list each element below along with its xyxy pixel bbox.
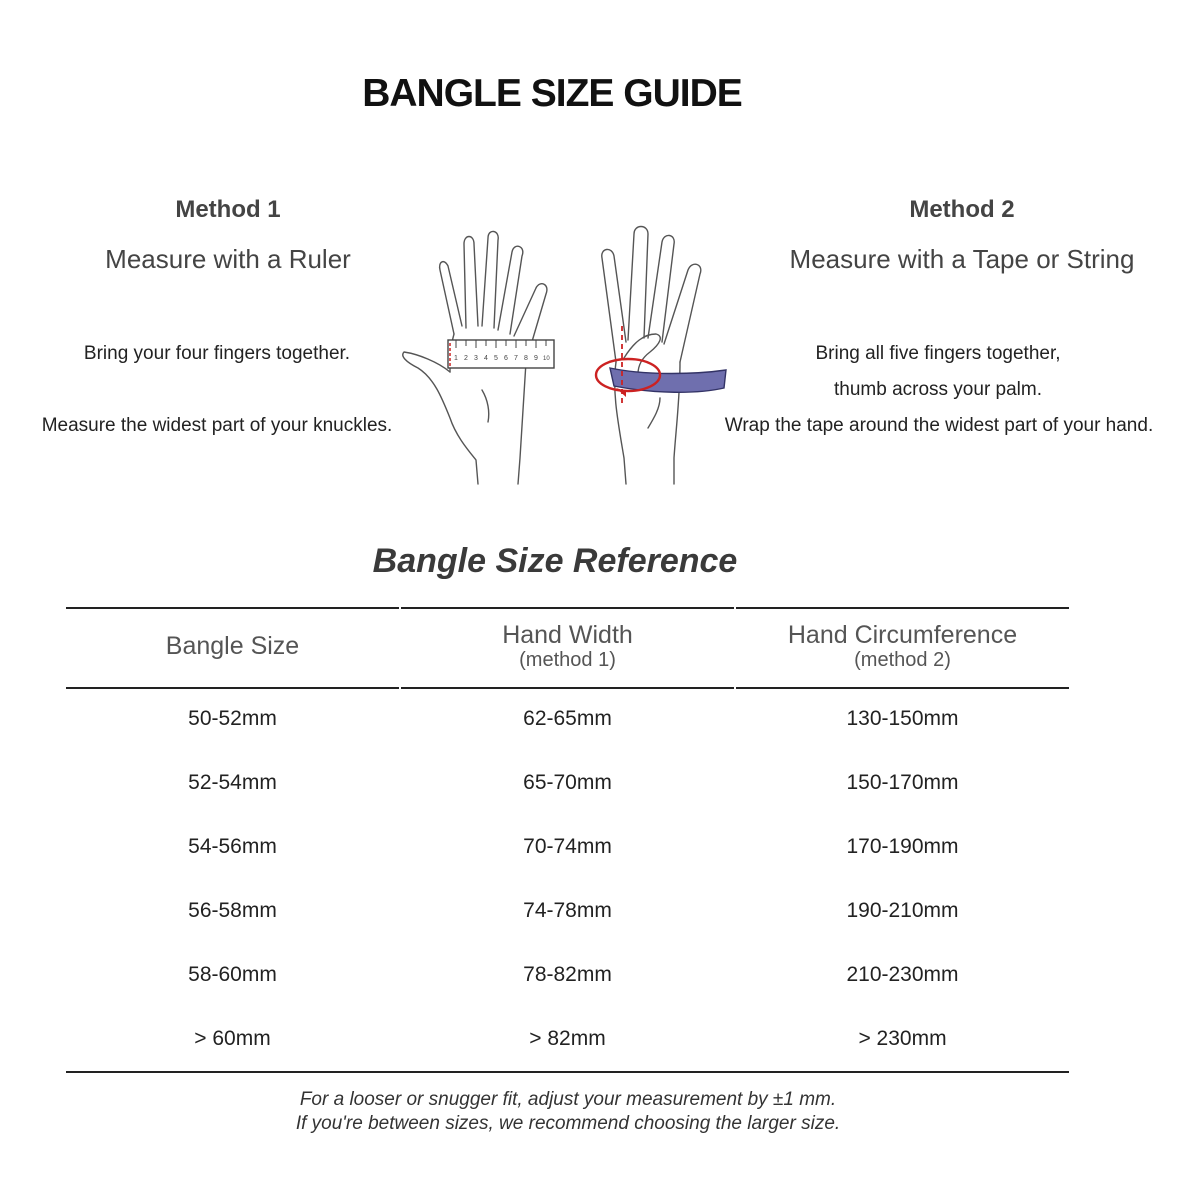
table-cell: 65-70mm [523, 771, 612, 794]
table-top-rule [66, 607, 399, 609]
table-cell: 56-58mm [188, 899, 277, 922]
column-header-bangle-size: Bangle Size [66, 633, 399, 659]
ruler-tick-label: 8 [524, 355, 528, 362]
ruler-tick-label: 9 [534, 355, 538, 362]
table-bottom-rule [66, 1071, 1069, 1073]
table-cell: 210-230mm [846, 963, 959, 986]
table-cell: > 230mm [858, 1027, 947, 1050]
right-hand-icon [601, 225, 702, 485]
method2-instruction-1: Bring all five fingers together, [815, 343, 1061, 364]
method2-heading: Method 2 [909, 196, 1015, 223]
column-header-sub: (method 2) [854, 649, 951, 671]
ruler-tick-label: 4 [484, 355, 488, 362]
column-header-label: Hand Circumference [787, 621, 1018, 649]
column-header-label: Hand Width [502, 621, 633, 649]
table-top-rule [401, 607, 734, 609]
ruler-tick-label: 6 [504, 355, 508, 362]
column-header-label: Bangle Size [165, 632, 300, 660]
table-cell: 50-52mm [188, 707, 277, 730]
table-cell: 78-82mm [523, 963, 612, 986]
hand-measurement-illustration: 1 2 3 4 5 6 7 8 9 10 [402, 225, 727, 485]
method2-subheading: Measure with a Tape or String [789, 244, 1135, 274]
table-header-rule [401, 687, 734, 689]
column-header-hand-width: Hand Width (method 1) [401, 622, 734, 672]
method1-instruction-2: Measure the widest part of your knuckles… [41, 415, 393, 436]
table-cell: 130-150mm [846, 707, 959, 730]
page-title: BANGLE SIZE GUIDE [362, 72, 743, 115]
table-cell: 170-190mm [846, 835, 959, 858]
ruler-tick-label: 3 [474, 355, 478, 362]
method1-instruction-1: Bring your four fingers together. [83, 343, 351, 364]
ruler-tick-label: 1 [454, 355, 458, 362]
ruler-tick-label: 7 [514, 355, 518, 362]
column-header-sub: (method 1) [519, 649, 616, 671]
table-header-rule [66, 687, 399, 689]
column-header-hand-circumference: Hand Circumference (method 2) [736, 622, 1069, 672]
table-header-rule [736, 687, 1069, 689]
method2-instruction-3: Wrap the tape around the widest part of … [724, 415, 1154, 436]
method2-instruction-2: thumb across your palm. [833, 379, 1043, 400]
method1-subheading: Measure with a Ruler [105, 244, 351, 274]
ruler-icon: 1 2 3 4 5 6 7 8 9 10 [447, 339, 555, 369]
table-cell: 54-56mm [188, 835, 277, 858]
ruler-tick-label: 5 [494, 355, 498, 362]
table-cell: 58-60mm [188, 963, 277, 986]
table-cell: 52-54mm [188, 771, 277, 794]
table-top-rule [736, 607, 1069, 609]
measuring-tape-icon [594, 326, 727, 404]
between-sizes-note: If you're between sizes, we recommend ch… [295, 1113, 841, 1134]
method1-heading: Method 1 [175, 196, 281, 223]
table-cell: > 82mm [529, 1027, 606, 1050]
table-cell: 70-74mm [523, 835, 612, 858]
ruler-tick-label: 10 [543, 356, 550, 362]
size-reference-title: Bangle Size Reference [372, 542, 738, 580]
table-cell: 74-78mm [523, 899, 612, 922]
ruler-tick-label: 2 [464, 355, 468, 362]
fit-note: For a looser or snugger fit, adjust your… [299, 1089, 837, 1110]
table-cell: 150-170mm [846, 771, 959, 794]
table-cell: 62-65mm [523, 707, 612, 730]
table-cell: 190-210mm [846, 899, 959, 922]
table-cell: > 60mm [194, 1027, 271, 1050]
